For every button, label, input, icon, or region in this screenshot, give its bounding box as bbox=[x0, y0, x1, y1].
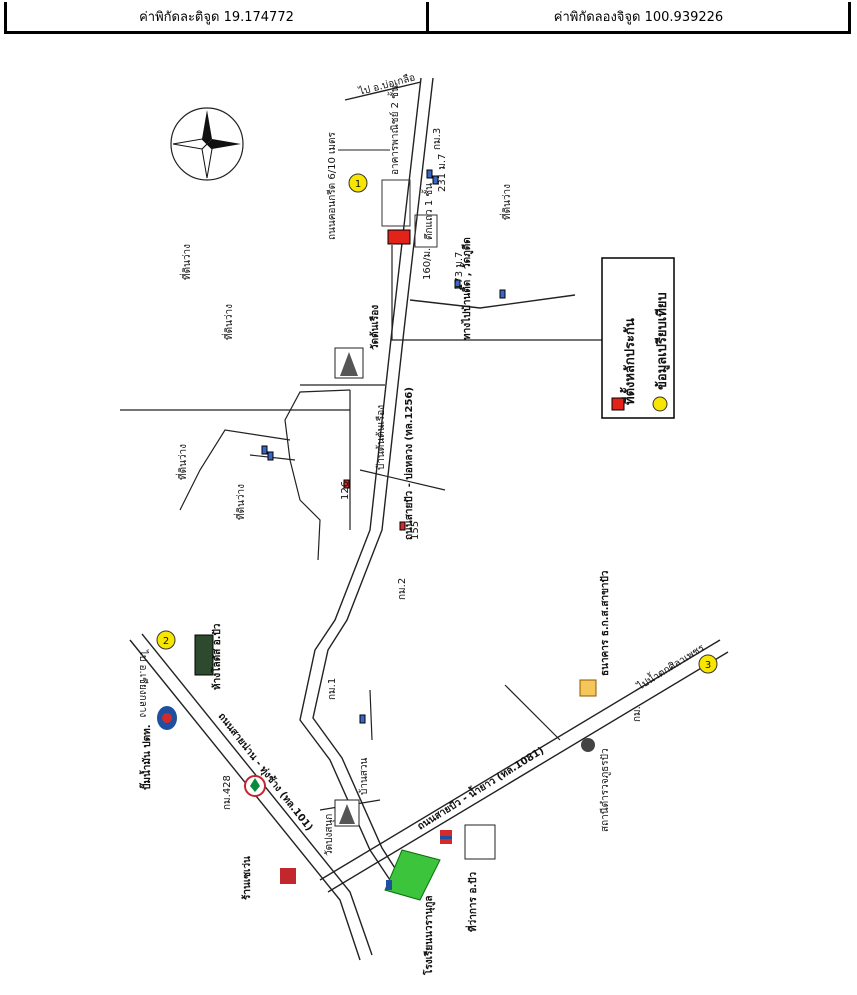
red-house-markers bbox=[343, 479, 406, 531]
longitude-label: ค่าพิกัดลองจิจูด 100.939226 bbox=[426, 2, 848, 31]
label-district-office: ที่ว่าการ อ.ปัว bbox=[465, 872, 479, 932]
temple-pong-sanuk-icon bbox=[334, 799, 360, 827]
label-home1: อาคารพาณิชย์ 2 ชั้น bbox=[387, 85, 401, 175]
label-km: กม. bbox=[632, 706, 643, 722]
comparison-marker-1: 1 bbox=[348, 173, 368, 193]
latitude-label: ค่าพิกัดละติจูด 19.174772 bbox=[139, 10, 294, 25]
comparison-marker-3: 3 bbox=[698, 654, 718, 674]
school-icon bbox=[384, 849, 441, 901]
local-roads bbox=[120, 384, 446, 561]
temple-ton-rueng-icon bbox=[334, 347, 364, 379]
building-blocks bbox=[381, 179, 438, 248]
label-km428: กม.428 bbox=[222, 775, 233, 810]
compass-rose-icon bbox=[170, 107, 244, 181]
label-land-e: ที่ดินว่าง bbox=[233, 484, 247, 520]
branch-roads bbox=[319, 684, 561, 811]
label-road-101: ถนนสายน่าน - ทุ่งช้าง (ทล.101) bbox=[216, 710, 316, 833]
coordinate-bar: ค่าพิกัดละติจูด 19.174772 ค่าพิกัดลองจิจ… bbox=[4, 2, 851, 34]
label-bank: ธนาคาร ธ.ก.ส.สาขาปัว bbox=[599, 570, 611, 676]
label-road-1256: ถนนสายปัว - บ่อหลวง (ทล.1256) bbox=[403, 387, 415, 540]
marker-3-number: 3 bbox=[705, 660, 711, 671]
label-land-d: ที่ดินว่าง bbox=[175, 444, 189, 480]
bank-icon bbox=[579, 679, 597, 697]
subject-property-marker bbox=[387, 229, 411, 245]
label-village2: บ้านสวน bbox=[358, 757, 370, 795]
label-seven: ร้านเซเว่น bbox=[241, 856, 253, 900]
lotus-store-icon bbox=[194, 634, 214, 676]
label-wat-ton-rueng: วัดต้นเรือง bbox=[369, 305, 381, 350]
legend-comparison-swatch bbox=[652, 396, 668, 412]
label-km2: กม.2 bbox=[397, 578, 408, 600]
label-to-chiang-klang: ไป อ.เชียงกลาง bbox=[137, 649, 149, 717]
label-km3: กม.3 bbox=[432, 128, 443, 150]
legend-subject-swatch bbox=[611, 397, 625, 411]
marker-1-number: 1 bbox=[355, 179, 361, 190]
marker-2-number: 2 bbox=[163, 636, 169, 647]
seven-eleven-icon bbox=[244, 775, 266, 797]
label-road-width: ถนนคอนกรีต 6/10 เมตร bbox=[326, 132, 338, 240]
house-markers bbox=[261, 169, 506, 724]
label-to-bo-kluea: ไป อ.บ่อเกลือ bbox=[357, 71, 417, 98]
label-ptt: ปั๊มน้ำมัน ปตท. bbox=[139, 724, 153, 790]
legend-subject-label: ที่ตั้งหลักประกัน bbox=[619, 318, 638, 405]
label-to-ban-tid: ทางไปบ้านติ๊ด , วัดภูตีด bbox=[459, 237, 474, 340]
legend: ที่ตั้งหลักประกัน ข้อมูลเปรียบเทียบ bbox=[601, 257, 675, 419]
district-office-icon bbox=[440, 824, 496, 860]
seven-store-icon bbox=[280, 868, 296, 884]
label-road-1081: ถนนสายปัว - น้ำยาว (ทล.1081) bbox=[414, 743, 546, 833]
label-126: 126 bbox=[340, 481, 351, 500]
label-land-a: ที่ดินว่าง bbox=[499, 184, 513, 220]
label-police: สถานีตำรวจภูธรปัว bbox=[599, 748, 611, 832]
label-school: โรงเรียนนวรานุกูล bbox=[422, 895, 436, 976]
label-155: 155 bbox=[410, 521, 421, 540]
label-160: 160/ม. bbox=[422, 248, 433, 280]
road-ban-tid bbox=[409, 294, 576, 309]
road-bo-kluea bbox=[344, 81, 422, 101]
label-ban-ton-rueng: บ้านต้นต้นเรือง bbox=[375, 405, 387, 470]
label-land-c: ที่ดินว่าง bbox=[221, 304, 235, 340]
label-wat-pong-sanuk: วัดปงสนุก bbox=[324, 814, 335, 856]
legend-comparison-label: ข้อมูลเปรียบเทียบ bbox=[654, 292, 670, 390]
road-101 bbox=[129, 633, 373, 961]
road-1081 bbox=[319, 639, 729, 893]
legend-leader-line bbox=[391, 245, 602, 341]
police-station-icon bbox=[581, 738, 595, 752]
label-to-santisuk: ไปน้ำตกศิลาเพชร bbox=[633, 640, 707, 693]
label-231: 231 ม.7 bbox=[437, 154, 448, 192]
label-lotus: ห้างโลตัส อ.ปัว bbox=[210, 623, 223, 690]
label-land-b: ที่ดินว่าง bbox=[179, 244, 193, 280]
ptt-station-icon bbox=[157, 706, 177, 730]
label-home2: ตึกแถว 1 ชั้น bbox=[421, 183, 435, 240]
comparison-marker-2: 2 bbox=[156, 630, 176, 650]
label-173: 173 ม.7 bbox=[454, 252, 465, 290]
label-km1: กม.1 bbox=[327, 678, 338, 700]
